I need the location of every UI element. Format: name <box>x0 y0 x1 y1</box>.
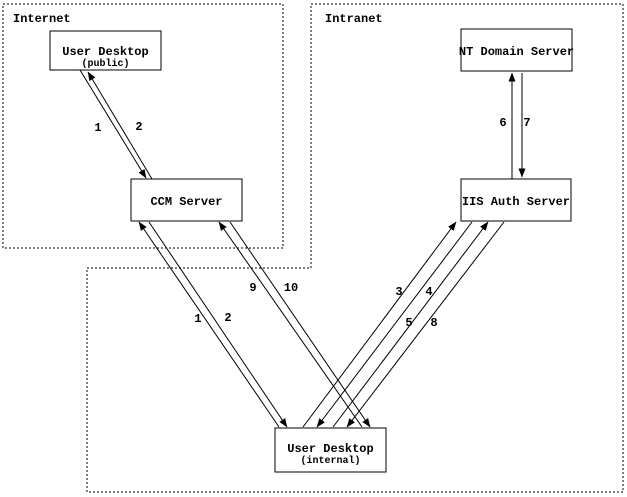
nt-domain-server-box <box>460 28 573 72</box>
iis-auth-server-box <box>460 178 572 222</box>
user-desktop-internal-title: User Desktop <box>287 442 373 456</box>
flow-label-public-2: 2 <box>135 120 142 134</box>
node-ccm-server: CCM Server <box>130 178 243 222</box>
flow-label-public-1: 1 <box>94 121 101 135</box>
user-desktop-public-box <box>49 30 162 71</box>
flow-label-internal-10: 10 <box>284 281 298 295</box>
user-desktop-internal-box <box>274 427 387 473</box>
flow-arrow-public-1 <box>79 69 147 179</box>
flow-label-internal-1: 1 <box>194 312 201 326</box>
nt-domain-server-title: NT Domain Server <box>459 45 574 59</box>
flow-arrow-internal-4 <box>316 221 473 428</box>
ccm-server-title: CCM Server <box>150 195 222 209</box>
flow-arrow-internal-2 <box>148 221 288 428</box>
flow-label-internal-2: 2 <box>224 311 231 325</box>
node-iis-auth-server: IIS Auth Server <box>460 178 572 222</box>
iis-auth-server-title: IIS Auth Server <box>462 195 570 209</box>
flow-label-internal-4: 4 <box>425 285 432 299</box>
intranet-zone-border <box>86 3 624 493</box>
flow-arrow-internal-5 <box>332 221 489 428</box>
flow-arrow-public-2 <box>87 71 153 180</box>
flow-arrow-internal-3 <box>302 221 457 428</box>
user-desktop-public-title: User Desktop <box>62 45 148 59</box>
flow-label-internal-3: 3 <box>395 285 402 299</box>
flow-labels: 1 2 1 2 9 10 3 4 5 8 6 7 <box>94 116 530 330</box>
internet-zone-label: Internet <box>13 12 71 26</box>
flow-label-internal-9: 9 <box>249 281 256 295</box>
flow-arrow-internal-8 <box>346 221 505 428</box>
node-user-desktop-internal: User Desktop (internal) <box>274 427 387 473</box>
flow-label-intranet-7: 7 <box>523 116 530 130</box>
flow-arrow-internal-9 <box>218 221 363 428</box>
flow-arrow-internal-1 <box>138 221 280 428</box>
user-desktop-public-subtitle: (public) <box>81 58 129 70</box>
flow-label-intranet-6: 6 <box>499 116 506 130</box>
flow-label-internal-8: 8 <box>430 316 437 330</box>
flow-label-internal-5: 5 <box>405 316 412 330</box>
internet-zone-border <box>2 3 284 249</box>
node-nt-domain-server: NT Domain Server <box>459 28 574 72</box>
user-desktop-internal-subtitle: (internal) <box>300 455 360 467</box>
intranet-zone-label: Intranet <box>325 12 383 26</box>
flow-lines <box>79 69 526 428</box>
node-user-desktop-public: User Desktop (public) <box>49 30 162 71</box>
ccm-server-box <box>130 178 243 222</box>
flow-arrow-internal-10 <box>229 221 371 428</box>
